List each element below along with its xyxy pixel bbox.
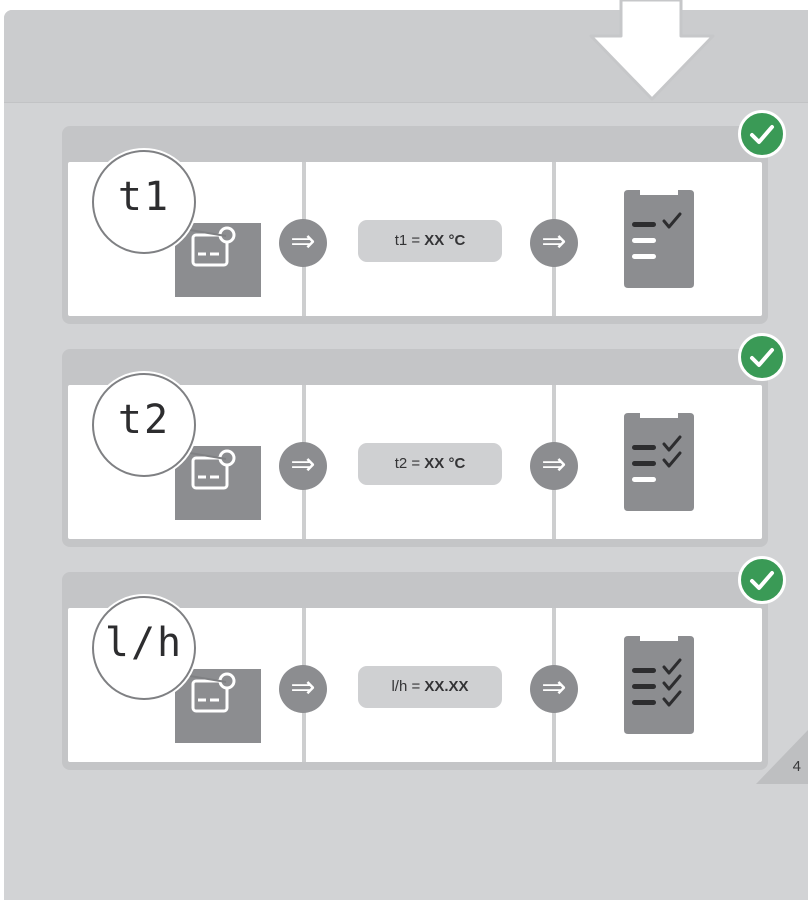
completed-check-badge [738,333,786,381]
step-card-body: l/h ⇒ ⇒ l/h = XX.XX [68,596,762,762]
step-card: t1 ⇒ ⇒ t1 = XX °C [62,126,768,324]
completed-check-badge [738,110,786,158]
clipboard-checklist-icon [624,190,694,292]
display-reading-label: t1 [117,174,171,220]
display-reading-label: l/h [104,620,184,666]
meter-device [175,223,261,297]
right-double-arrow-icon: ⇒ [279,219,327,267]
page-number: 4 [792,758,801,775]
reading-value: XX.XX [424,678,469,695]
checkmark-icon [750,571,774,590]
down-arrow-icon [589,0,715,101]
right-double-arrow-icon: ⇒ [530,219,578,267]
right-double-arrow-icon: ⇒ [279,442,327,490]
checkmark-icon [750,125,774,144]
step-card-body: t1 ⇒ ⇒ t1 = XX °C [68,150,762,316]
meter-device [175,446,261,520]
right-double-arrow-icon: ⇒ [279,665,327,713]
checkmark-icon [750,348,774,367]
display-magnifier: t2 [92,373,196,477]
clipboard-checklist-icon [624,636,694,738]
reading-value-pill: l/h = XX.XX [358,666,502,708]
meter-display-icon [191,226,236,267]
reading-prefix: t1 = [394,232,425,249]
reading-prefix: t2 = [394,455,425,472]
reading-value: XX °C [424,232,466,249]
step-card: l/h ⇒ ⇒ l/h = XX.XX [62,572,768,770]
page-corner-fold [756,730,808,784]
display-magnifier: t1 [92,150,196,254]
step-card: t2 ⇒ ⇒ t2 = XX °C [62,349,768,547]
reading-value-pill: t2 = XX °C [358,443,502,485]
display-reading-label: t2 [117,397,171,443]
reading-value-pill: t1 = XX °C [358,220,502,262]
display-magnifier: l/h [92,596,196,700]
right-double-arrow-icon: ⇒ [530,442,578,490]
right-double-arrow-icon: ⇒ [530,665,578,713]
reading-value: XX °C [424,455,466,472]
completed-check-badge [738,556,786,604]
reading-prefix: l/h = [391,678,425,695]
step-card-body: t2 ⇒ ⇒ t2 = XX °C [68,373,762,539]
clipboard-checklist-icon [624,413,694,515]
